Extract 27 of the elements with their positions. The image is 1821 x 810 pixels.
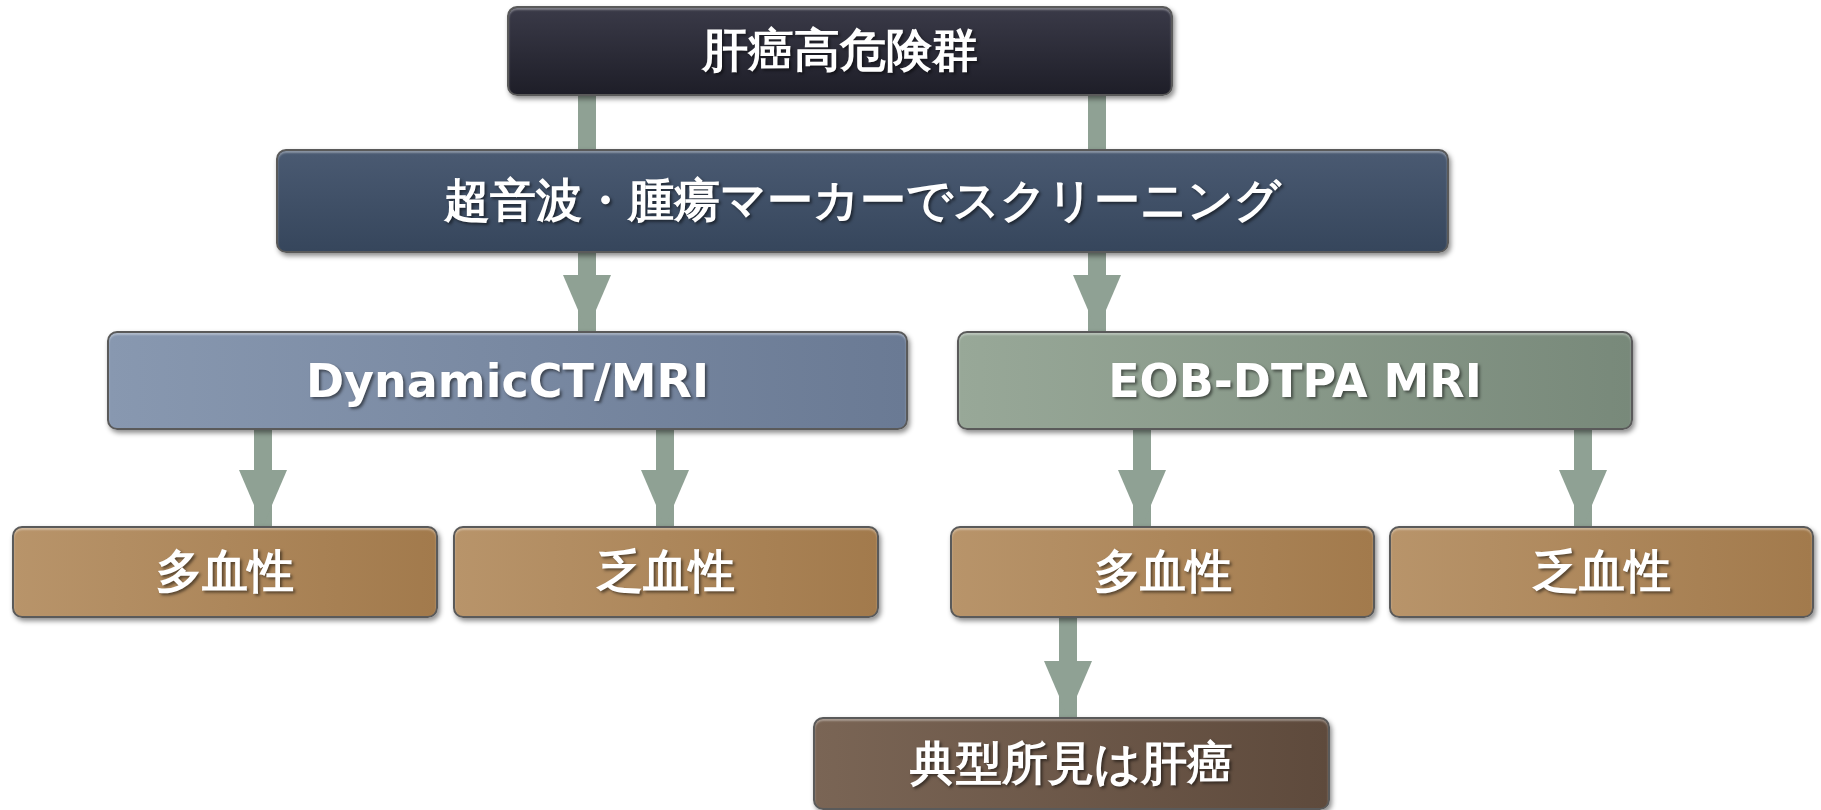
box-label: 多血性 [1093,543,1232,600]
box-label: 超音波・腫瘍マーカーでスクリーニング [444,172,1281,229]
connector-bar [1088,96,1106,149]
connector-bar [578,96,596,149]
process-box [12,526,438,618]
arrow [641,430,689,526]
arrow [1044,618,1092,717]
process-box [276,149,1449,253]
box-label: 多血性 [156,543,294,600]
process-box [957,331,1633,430]
box-label: 肝癌高危険群 [702,22,978,79]
arrow [1559,430,1607,526]
box-label: 乏血性 [1532,543,1671,600]
arrow [1073,253,1121,331]
box-label: 典型所見は肝癌 [910,734,1233,792]
process-box [507,6,1173,96]
box-label: EOB-DTPA MRI [1108,353,1482,408]
process-box [107,331,908,430]
process-box [950,526,1375,618]
box-label: 乏血性 [597,543,735,600]
process-box [453,526,879,618]
arrow [563,253,611,331]
box-label: DynamicCT/MRI [305,353,710,408]
arrow [1118,430,1166,526]
process-box [1389,526,1814,618]
arrow [239,430,287,526]
process-box [813,717,1330,810]
